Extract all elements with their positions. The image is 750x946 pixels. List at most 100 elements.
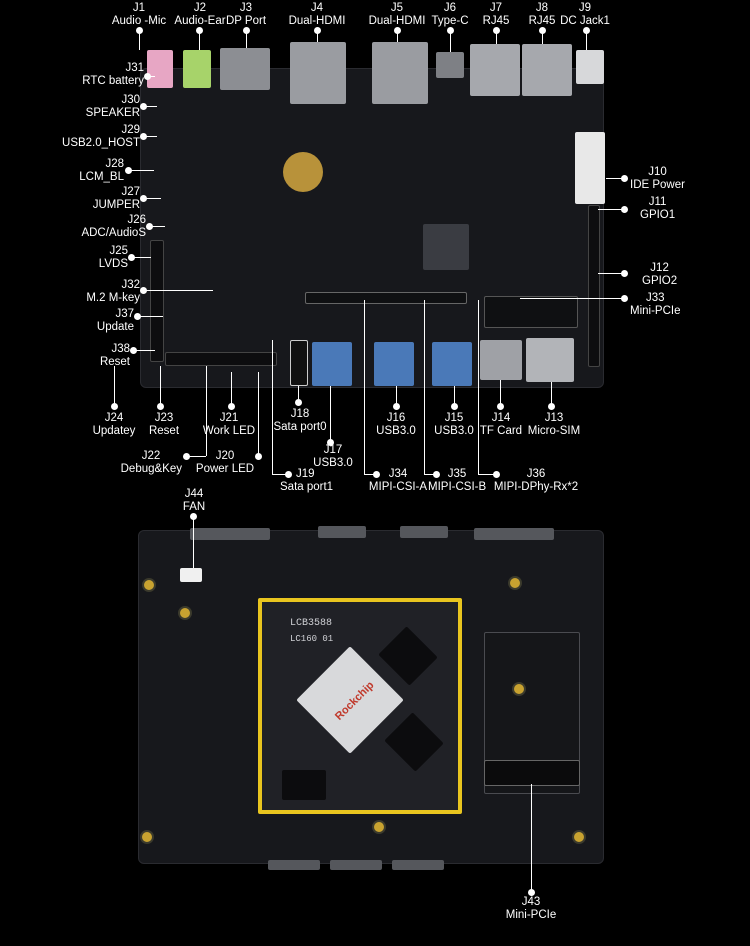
leader xyxy=(272,474,286,475)
leader xyxy=(478,474,494,475)
rtc-battery xyxy=(283,152,323,192)
minipcie-socket xyxy=(484,760,580,786)
top-edge-connectors xyxy=(318,526,366,538)
leader xyxy=(397,30,398,42)
minipcie-slot-top xyxy=(484,296,578,328)
fan-connector xyxy=(180,568,202,582)
leader-dot xyxy=(446,26,454,34)
top-edge-connectors xyxy=(474,528,554,540)
bottom-edge-connectors xyxy=(392,860,444,870)
tf-card-slot xyxy=(480,340,522,380)
leader xyxy=(137,316,163,317)
leader-dot xyxy=(392,402,400,410)
leader-dot xyxy=(139,194,147,202)
leader-dot xyxy=(242,26,250,34)
leader-dot xyxy=(620,294,628,302)
leader-dot xyxy=(135,26,143,34)
leader-dot xyxy=(547,402,555,410)
debug-key-header xyxy=(165,352,277,366)
leader-dot xyxy=(492,26,500,34)
leader xyxy=(206,366,207,456)
leader xyxy=(396,386,397,408)
micro-sim-slot xyxy=(526,338,574,382)
leader xyxy=(143,136,157,137)
leader-dot xyxy=(143,72,151,80)
leader xyxy=(272,340,273,474)
leader-dot xyxy=(145,222,153,230)
leader xyxy=(114,366,115,408)
audio-mic-jack xyxy=(147,50,173,88)
usb3-port-3 xyxy=(432,342,472,386)
mounting-hole xyxy=(572,830,586,844)
audio-ear-jack xyxy=(183,50,211,88)
bottom-edge-connectors xyxy=(330,860,382,870)
dc-jack xyxy=(576,50,604,84)
leader xyxy=(149,226,165,227)
rj45-port-2 xyxy=(522,44,572,96)
leader xyxy=(231,372,232,408)
leader xyxy=(258,372,259,456)
som-submark: LC160 01 xyxy=(290,634,334,644)
usb3-port-2 xyxy=(374,342,414,386)
leader xyxy=(598,209,624,210)
leader xyxy=(551,382,552,408)
mounting-hole xyxy=(512,682,526,696)
leader xyxy=(246,30,247,48)
leader-dot xyxy=(372,470,380,478)
leader xyxy=(606,178,624,179)
leader-dot xyxy=(254,452,262,460)
leader-dot xyxy=(127,253,135,261)
leader xyxy=(147,76,155,77)
hdmi-port-2 xyxy=(372,42,428,104)
lvds-header xyxy=(150,240,164,362)
leader xyxy=(199,30,200,50)
leader-dot xyxy=(450,402,458,410)
leader xyxy=(143,198,161,199)
top-edge-connectors xyxy=(190,528,270,540)
leader xyxy=(500,380,501,408)
mipi-slots xyxy=(305,292,467,304)
leader-dot xyxy=(294,398,302,406)
leader xyxy=(128,170,154,171)
leader-dot xyxy=(195,26,203,34)
som-marking: LCB3588 xyxy=(290,618,333,629)
leader xyxy=(520,298,624,299)
leader-dot xyxy=(124,166,132,174)
leader-dot xyxy=(284,470,292,478)
leader xyxy=(454,386,455,408)
mounting-hole xyxy=(508,576,522,590)
type-c-port xyxy=(436,52,464,78)
mounting-hole xyxy=(372,820,386,834)
leader-dot xyxy=(110,402,118,410)
leader xyxy=(542,30,543,44)
leader xyxy=(364,300,365,474)
leader xyxy=(186,456,206,457)
leader-dot xyxy=(527,888,535,896)
leader xyxy=(478,300,479,474)
leader-dot xyxy=(182,452,190,460)
